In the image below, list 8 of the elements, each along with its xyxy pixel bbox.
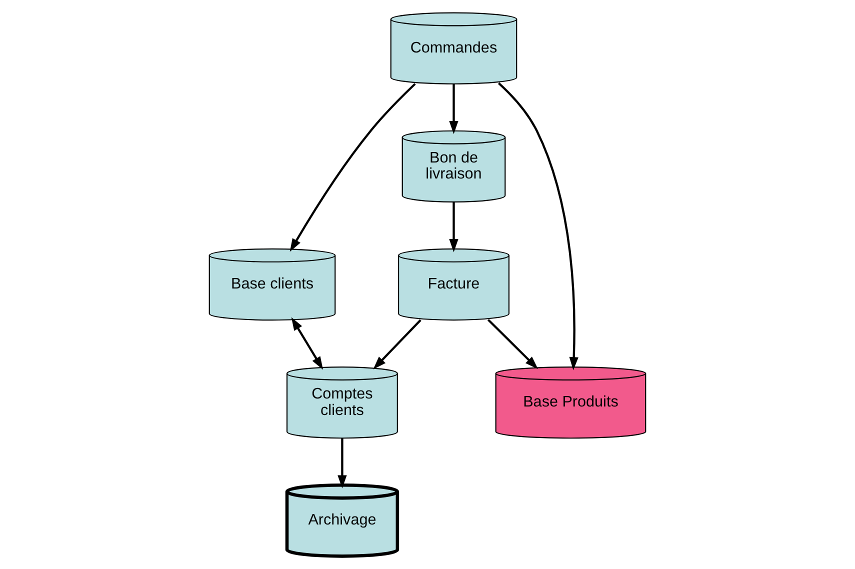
arrow — [487, 318, 538, 370]
arrow — [338, 438, 347, 488]
arrow — [290, 83, 416, 252]
arrow — [291, 317, 324, 370]
arrow — [498, 82, 578, 370]
arrow — [449, 202, 458, 252]
arrow — [373, 319, 422, 370]
arrow — [449, 84, 458, 134]
